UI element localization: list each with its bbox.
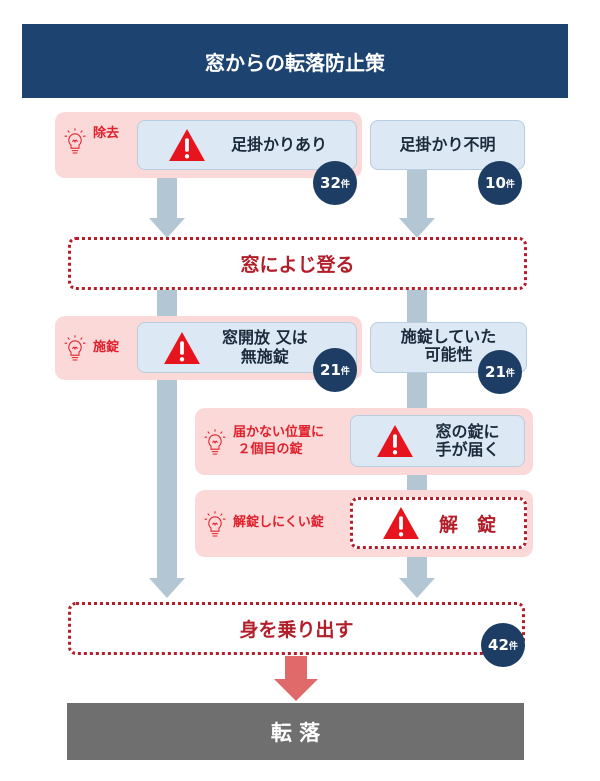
foothold-unknown-box: 足掛かり不明 bbox=[370, 120, 525, 170]
measure-label: 届かない位置に ２個目の錠 bbox=[233, 425, 325, 457]
lightbulb-icon bbox=[203, 509, 227, 539]
box-label: 解 錠 bbox=[438, 513, 496, 536]
box-label: 窓開放 又は無施錠 bbox=[222, 328, 308, 366]
measure-label: 除去 bbox=[93, 126, 120, 141]
lean-out-box: 身を乗り出す bbox=[68, 602, 525, 655]
arrow-head bbox=[149, 578, 185, 598]
warning-icon bbox=[375, 424, 415, 458]
unlock-box: 解 錠 bbox=[350, 497, 527, 549]
diagram-title: 窓からの転落防止策 bbox=[22, 24, 568, 98]
arrow-shaft bbox=[157, 165, 177, 220]
lightbulb-icon bbox=[203, 427, 227, 457]
red-arrow-shaft bbox=[285, 656, 307, 680]
measure-label: 施錠 bbox=[93, 339, 120, 355]
foothold-present-box: 足掛かりあり bbox=[137, 120, 357, 170]
arrow-head bbox=[399, 218, 435, 238]
warning-icon bbox=[381, 506, 421, 540]
lightbulb-icon bbox=[63, 126, 87, 156]
fall-box: 転 落 bbox=[67, 703, 524, 760]
lightbulb-icon bbox=[63, 333, 87, 363]
red-arrow-head bbox=[274, 679, 318, 701]
measure-label: 解錠しにくい錠 bbox=[233, 515, 324, 531]
climb-window-box: 窓によじ登る bbox=[68, 237, 527, 290]
arrow-head bbox=[399, 578, 435, 598]
warning-icon bbox=[162, 331, 202, 365]
warning-icon bbox=[167, 128, 207, 162]
arrow-shaft bbox=[407, 165, 427, 220]
box-label: 施錠していた可能性 bbox=[400, 327, 497, 365]
arrow-head bbox=[149, 218, 185, 238]
box-label: 足掛かり不明 bbox=[399, 134, 496, 154]
reach-lock-box: 窓の錠に手が届く bbox=[350, 415, 525, 467]
box-label: 窓の錠に手が届く bbox=[435, 421, 500, 459]
box-label: 足掛かりあり bbox=[230, 134, 327, 154]
